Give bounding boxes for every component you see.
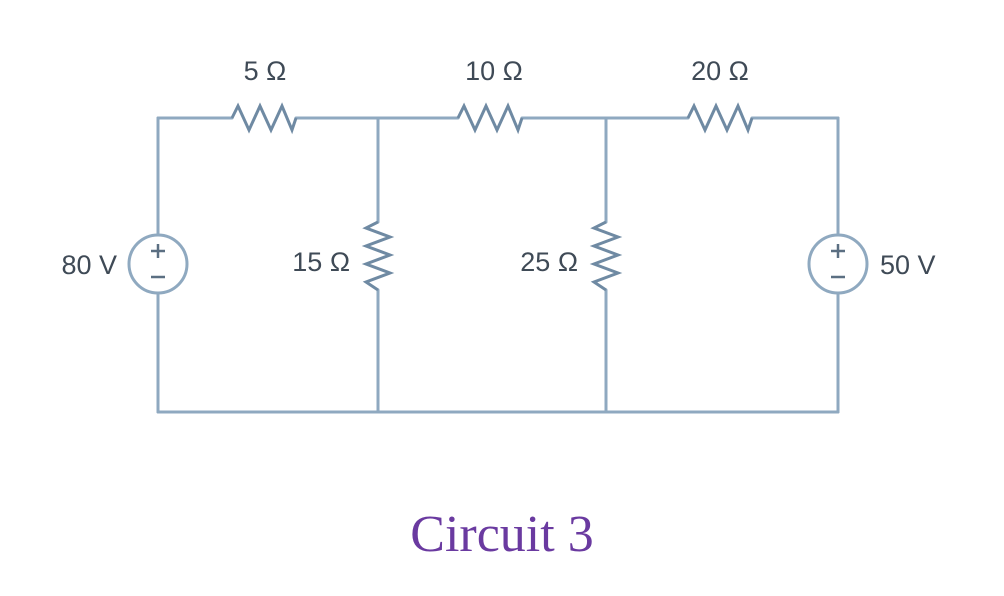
plus-icon [151,244,165,258]
resistor-25-ohm-label: 25 Ω [520,247,578,277]
resistor-5-ohm: 5 Ω [230,56,298,135]
resistor-5-ohm-label: 5 Ω [244,56,287,86]
diagram-caption: Circuit 3 [410,506,594,563]
resistor-20-ohm-label: 20 Ω [691,56,749,86]
resistor-20-ohm: 20 Ω [686,56,754,135]
wires [156,116,840,414]
circuit-panel: 5 Ω 10 Ω 20 Ω 15 Ω 25 Ω [61,56,936,414]
voltage-source-80v-circle [127,233,189,295]
resistor-15-ohm-symbol [361,220,395,292]
circuit-diagram: 5 Ω 10 Ω 20 Ω 15 Ω 25 Ω [61,56,936,414]
voltage-source-80v: 80 V [61,233,189,295]
resistor-10-ohm-label: 10 Ω [465,56,523,86]
resistor-25-ohm-symbol [589,220,623,292]
voltage-source-50v-circle [807,233,869,295]
voltage-source-50v: 50 V [807,233,936,295]
resistor-15-ohm-label: 15 Ω [292,247,350,277]
voltage-source-80v-label: 80 V [61,250,117,280]
resistor-25-ohm: 25 Ω [520,220,623,292]
voltage-source-50v-label: 50 V [880,250,936,280]
resistor-10-ohm-symbol [456,102,524,135]
resistor-20-ohm-symbol [686,102,754,135]
resistor-5-ohm-symbol [230,102,298,135]
plus-icon [831,244,845,258]
resistor-15-ohm: 15 Ω [292,220,395,292]
resistor-10-ohm: 10 Ω [456,56,524,135]
